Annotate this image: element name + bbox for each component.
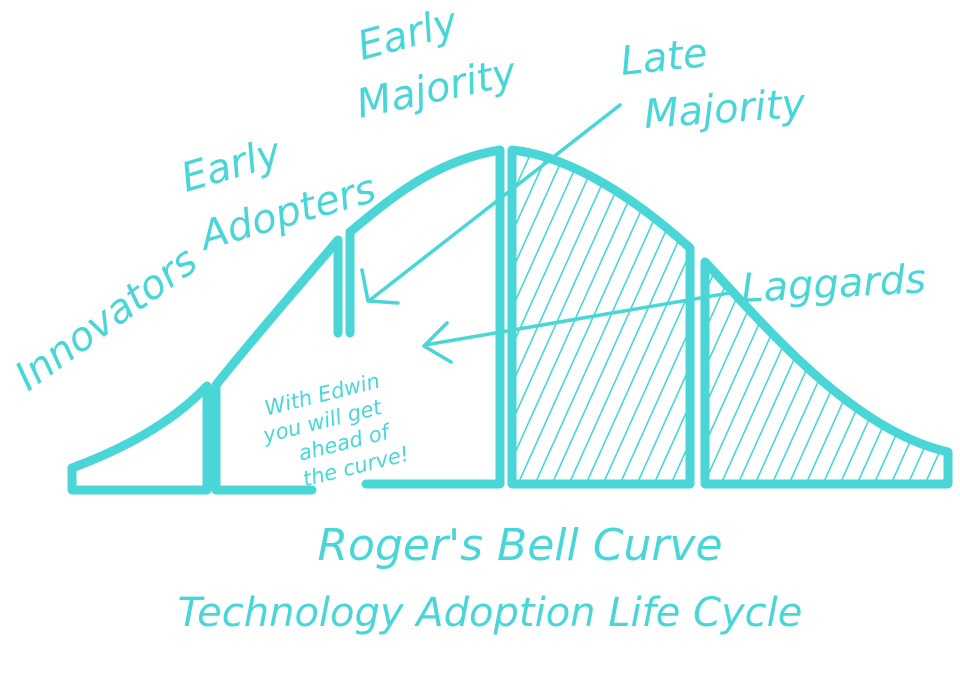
laggards-arrow — [423, 290, 737, 347]
innovators-label: Innovators — [7, 238, 206, 400]
title-line2: Technology Adoption Life Cycle — [178, 590, 803, 636]
early-majority-segment — [345, 145, 505, 489]
late-majority-label-line1: Late — [618, 30, 709, 85]
hatch-line — [512, 150, 636, 484]
hatch-line — [705, 262, 737, 484]
edwin-note: With Edwin you will get ahead of the cur… — [260, 369, 412, 492]
laggards-label: Laggards — [740, 256, 927, 312]
innovators-segment — [67, 381, 212, 495]
hatch-line — [653, 150, 690, 484]
hatch-line — [512, 150, 551, 484]
early-majority-label-line1: Early — [353, 0, 464, 70]
early-adopters-segment — [211, 235, 343, 495]
hatch-line — [585, 150, 690, 484]
hatch-line — [602, 150, 690, 484]
late-majority-segment — [507, 145, 695, 489]
early-adopters-label-line1: Early — [176, 129, 287, 201]
title-line1: Roger's Bell Curve — [317, 520, 722, 571]
hatch-line — [619, 150, 690, 484]
hatch-line — [636, 150, 690, 484]
late-majority-arrowhead — [360, 268, 400, 305]
hatch-line — [512, 150, 602, 484]
hatch-line — [512, 150, 619, 484]
hatch-line — [534, 150, 687, 484]
hatch-line — [568, 150, 690, 484]
laggards-segment — [700, 257, 953, 489]
laggards-arrowhead — [422, 321, 453, 364]
hatch-line — [512, 150, 568, 484]
late-majority-arrow — [368, 103, 622, 302]
hatch-line — [512, 150, 653, 484]
late-majority-label-line2: Majority — [642, 81, 808, 138]
hatch-line — [512, 150, 585, 484]
